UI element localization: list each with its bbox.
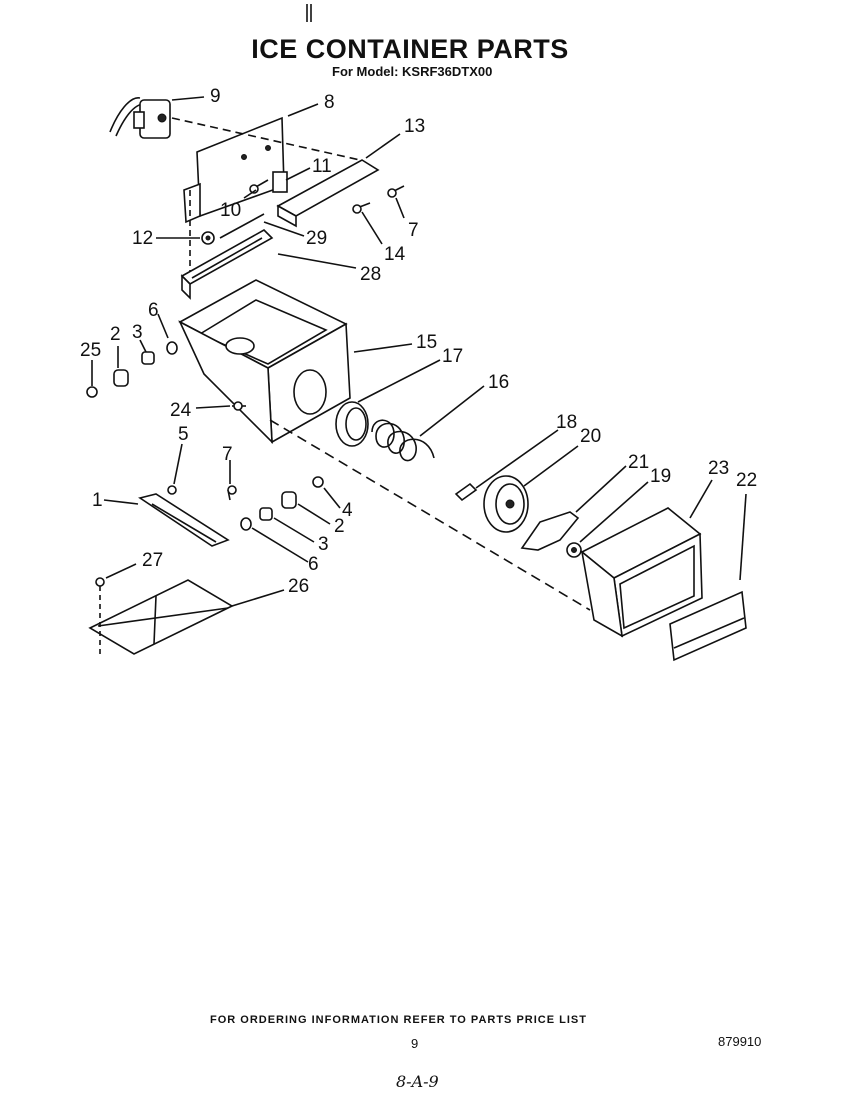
- callout-5: 5: [178, 424, 189, 445]
- callout-6-right: 6: [308, 554, 319, 575]
- right-hardware: [240, 476, 324, 531]
- callout-6-left: 6: [148, 300, 159, 321]
- part-12-nut: [201, 231, 215, 245]
- part-26-plate: [88, 579, 234, 655]
- model-subtitle: For Model: KSRF36DTX00: [332, 64, 493, 79]
- callout-10: 10: [220, 200, 241, 221]
- callout-22: 22: [736, 470, 757, 491]
- part-23-bucket: [580, 507, 703, 638]
- callout-19: 19: [650, 466, 671, 487]
- callout-14: 14: [384, 244, 406, 265]
- callout-24: 24: [170, 400, 192, 421]
- callout-3-right: 3: [318, 534, 329, 555]
- part-24-screw: [232, 401, 246, 411]
- callout-15: 15: [416, 332, 437, 353]
- callout-25: 25: [80, 340, 101, 361]
- callout-21: 21: [628, 452, 649, 473]
- screw-parts: [249, 179, 405, 214]
- part-20-wheel: [483, 475, 529, 533]
- part-27-screw: [95, 577, 105, 654]
- callout-7-mid: 7: [222, 444, 233, 465]
- part-15-housing: [178, 279, 351, 445]
- part-16-spring: [371, 419, 435, 462]
- part-29-rod: [219, 213, 265, 239]
- callout-29: 29: [306, 228, 327, 249]
- part-19-nut: [566, 542, 582, 558]
- callout-16: 16: [488, 372, 509, 393]
- callout-3-left: 3: [132, 322, 143, 343]
- page-title: ICE CONTAINER PARTS: [251, 34, 569, 64]
- callout-20: 20: [580, 426, 601, 447]
- part-22-panel: [669, 590, 747, 662]
- part-11-clip: [272, 171, 288, 193]
- page-number: 9: [411, 1036, 419, 1051]
- leader-lines: [91, 96, 747, 607]
- callout-17: 17: [442, 346, 463, 367]
- callout-12: 12: [132, 228, 153, 249]
- handwritten-note: 8-A-9: [396, 1072, 439, 1091]
- alignment-line: [269, 419, 591, 611]
- part-8-bracket: [171, 116, 361, 272]
- callout-4: 4: [342, 500, 353, 521]
- part-28-track: [180, 229, 274, 300]
- part-13-cover: [276, 159, 380, 228]
- part-21-lever: [520, 511, 580, 551]
- part-1-bar: [138, 493, 230, 547]
- lower-screws: [167, 485, 237, 501]
- callout-8: 8: [324, 92, 335, 113]
- binding-mark: [306, 4, 312, 22]
- callout-28: 28: [360, 264, 381, 285]
- callout-2-left: 2: [110, 324, 121, 345]
- part-9-switch: [109, 97, 171, 139]
- part-18-tab: [454, 482, 478, 502]
- callout-9: 9: [210, 86, 221, 107]
- callout-13: 13: [404, 116, 425, 137]
- callout-26: 26: [288, 576, 309, 597]
- callout-27: 27: [142, 550, 163, 571]
- callout-23: 23: [708, 458, 729, 479]
- ordering-note: FOR ORDERING INFORMATION REFER TO PARTS …: [210, 1014, 587, 1026]
- callout-11: 11: [312, 156, 332, 177]
- callout-18: 18: [556, 412, 577, 433]
- part-17-bearing: [335, 401, 369, 447]
- callout-1: 1: [92, 490, 103, 511]
- document-number: 879910: [718, 1034, 762, 1049]
- callout-7-top: 7: [408, 220, 419, 241]
- callout-labels: 9 8 13 11 10 7 14 12 29 28 6 3 2 25 15 1…: [80, 86, 757, 597]
- left-hardware: [86, 341, 178, 398]
- callout-2-right: 2: [334, 516, 345, 537]
